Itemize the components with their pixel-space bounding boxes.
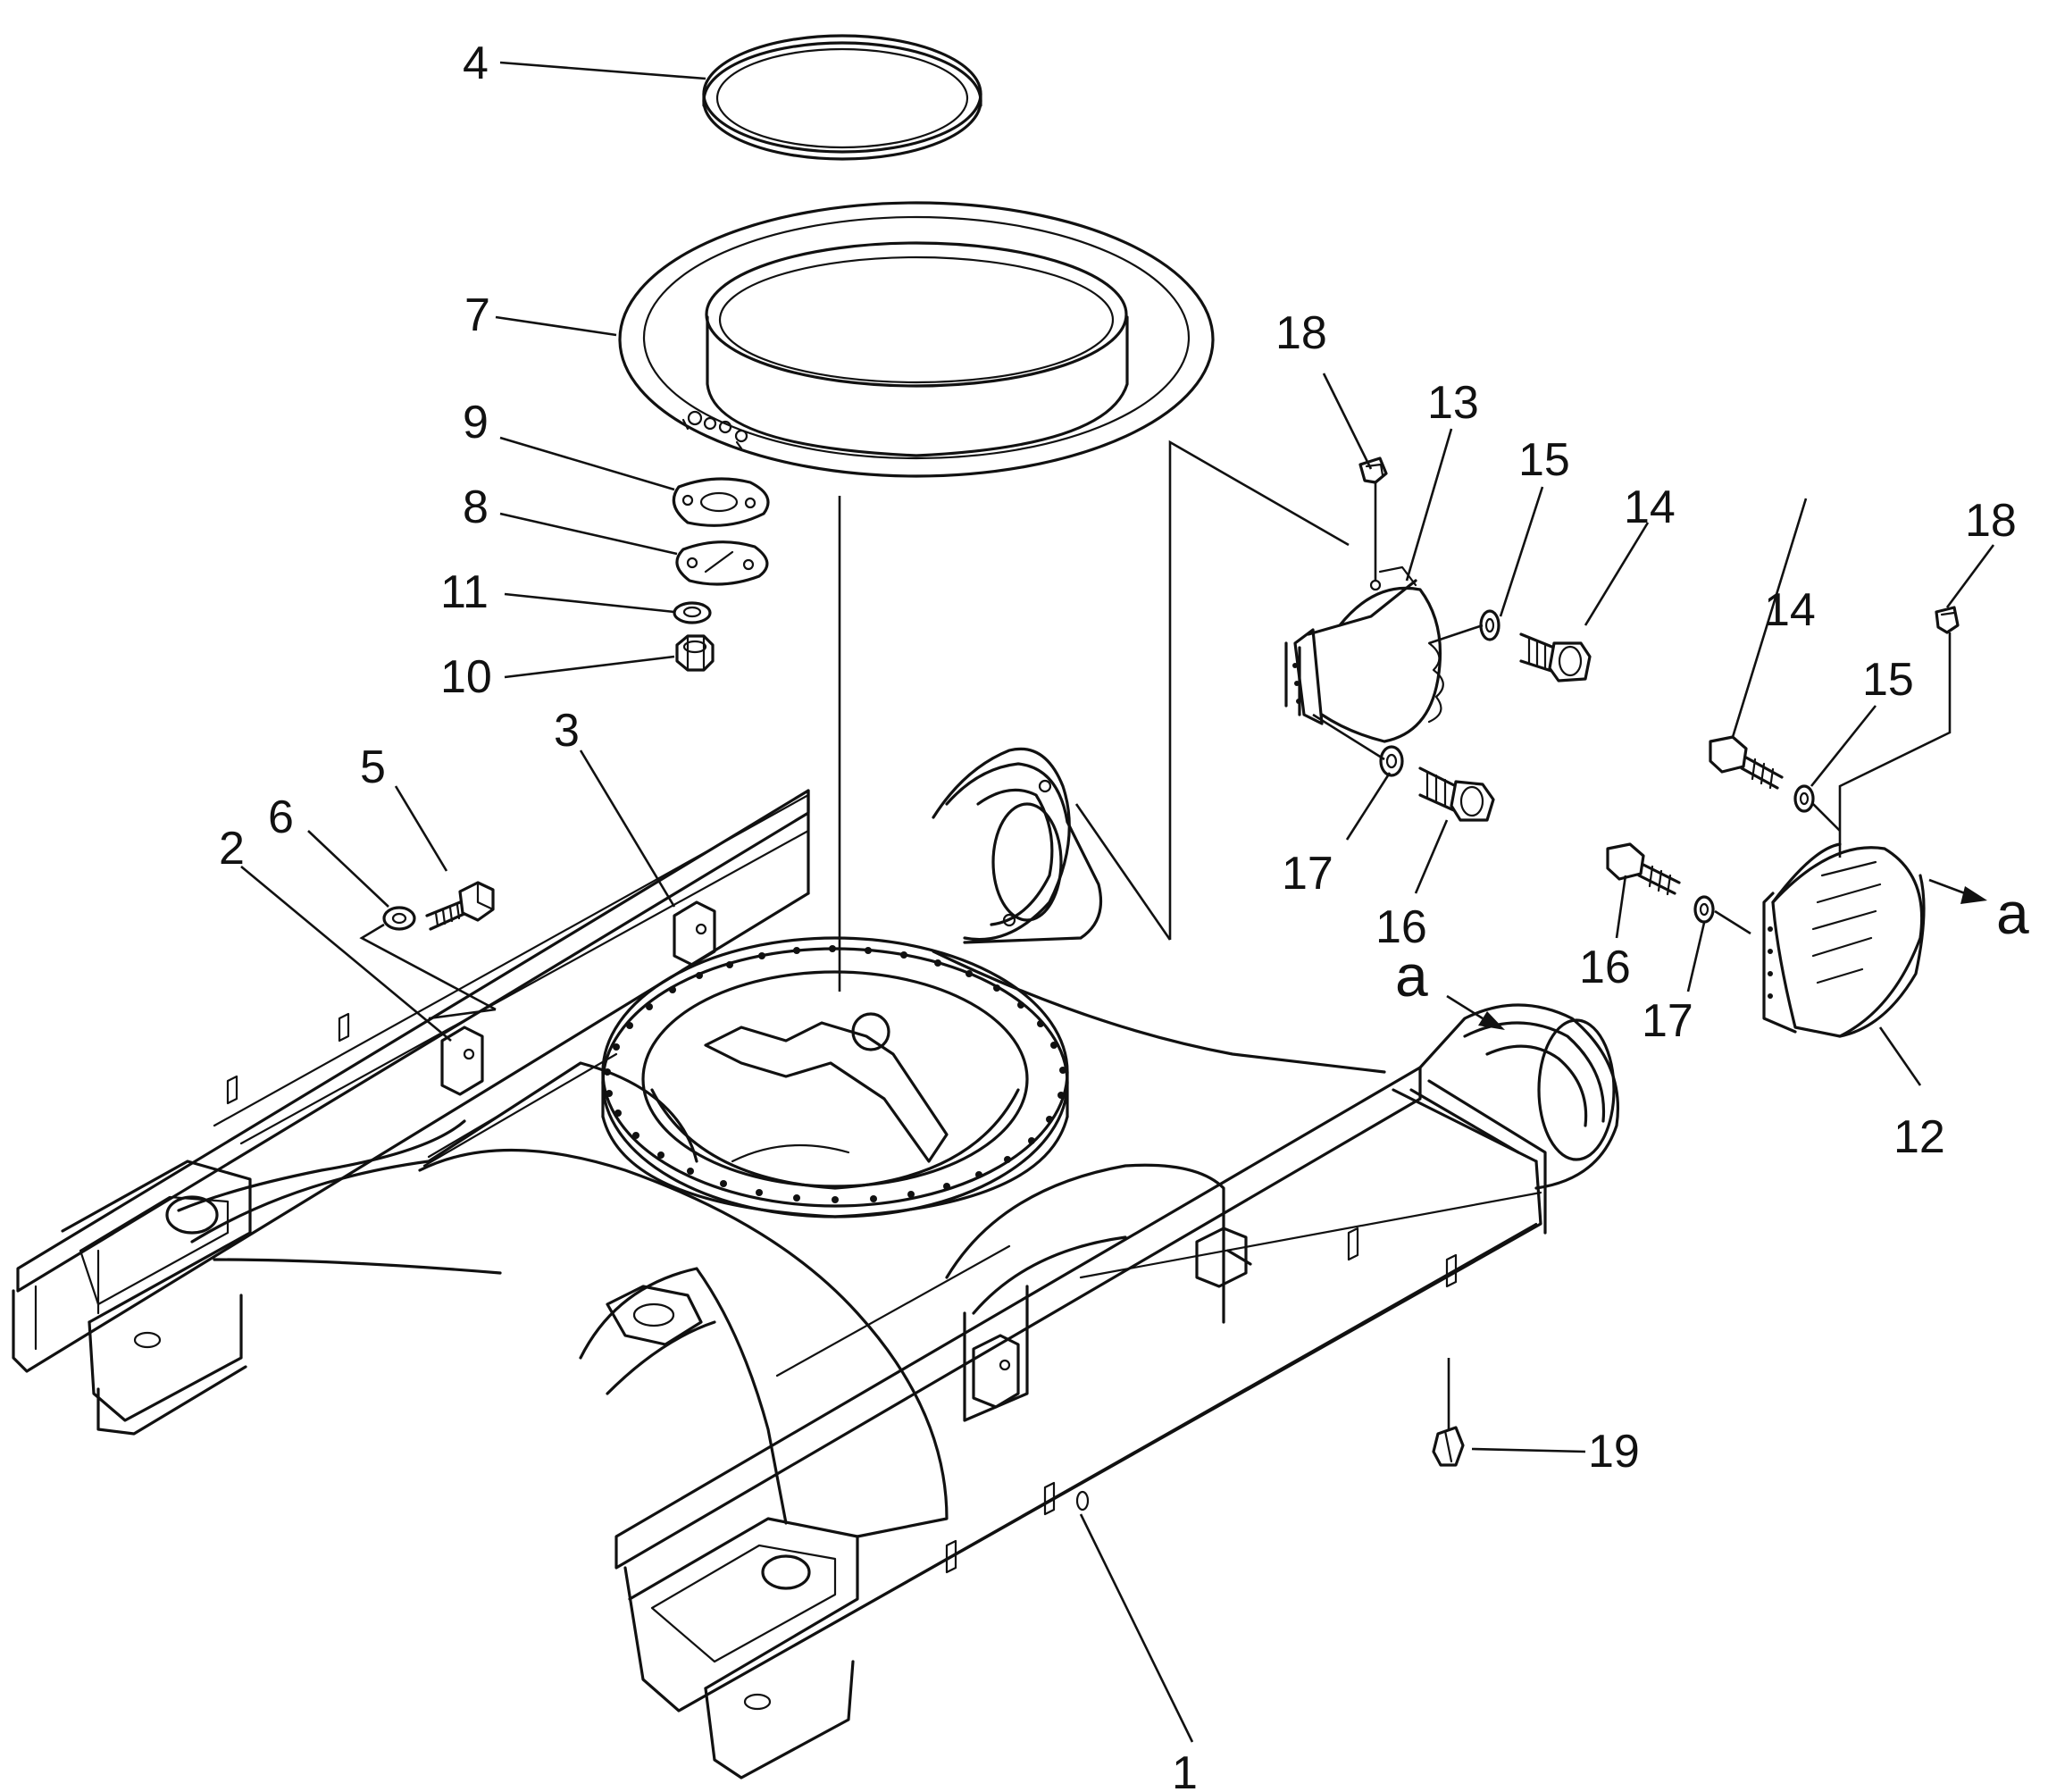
- view-labels: a a: [1395, 880, 2029, 1009]
- part-12-guard: [1762, 842, 1926, 1038]
- callout-12: 12: [1893, 1111, 1945, 1163]
- callout-17-upper: 17: [1282, 848, 1333, 900]
- part-17-washer-right: [1693, 895, 1715, 924]
- part-4-ring: [702, 34, 982, 161]
- part-6-washer: [382, 906, 416, 931]
- callout-4: 4: [463, 38, 489, 89]
- callout-16-right: 16: [1579, 942, 1631, 993]
- callout-18-right: 18: [1965, 495, 2017, 547]
- callout-19: 19: [1588, 1426, 1640, 1478]
- part-16-bolt-upper: [1418, 766, 1495, 822]
- part-13-guard: [1284, 565, 1444, 743]
- part-9-plate: [672, 477, 770, 527]
- callout-14-upper: 14: [1624, 481, 1676, 533]
- callout-2: 2: [219, 823, 245, 875]
- part-5-bolt: [425, 881, 495, 931]
- callout-1: 1: [1172, 1747, 1198, 1792]
- callout-3: 3: [554, 705, 580, 757]
- part-14-bolt-right: [1709, 735, 1784, 790]
- view-arrows: [1446, 878, 1987, 1030]
- assembly-lines: [359, 440, 1952, 1429]
- view-label-a-left: a: [1395, 942, 1428, 1009]
- part-14-bolt-upper: [1519, 632, 1592, 682]
- part-15-washer-upper: [1479, 609, 1500, 641]
- callout-15-upper: 15: [1518, 434, 1570, 486]
- part-16-bolt-right: [1606, 842, 1681, 896]
- callout-leaders: [240, 61, 1995, 1743]
- callout-13: 13: [1427, 377, 1479, 429]
- callout-7: 7: [464, 289, 490, 341]
- part-18-plug-upper: [1358, 456, 1388, 484]
- callout-11: 11: [440, 566, 489, 618]
- part-10-nut: [675, 634, 715, 672]
- part-8-plate: [675, 540, 769, 586]
- callout-18-upper: 18: [1275, 307, 1327, 359]
- part-7-cover-plate: [618, 201, 1215, 478]
- view-label-a-right: a: [1996, 880, 2029, 946]
- part-1-track-frame: [12, 747, 1619, 1779]
- callout-labels: 1 2 3 4 5 6 7 8 9 10 11 12 13 14 14 15 1…: [219, 38, 2017, 1792]
- callout-5: 5: [360, 741, 386, 793]
- callout-8: 8: [463, 481, 489, 533]
- callout-17-right: 17: [1642, 995, 1693, 1047]
- part-15-washer-right: [1793, 784, 1815, 813]
- part-19-plug: [1432, 1426, 1465, 1467]
- part-18-plug-right: [1935, 606, 1960, 634]
- callout-6: 6: [268, 791, 294, 843]
- callout-15-right: 15: [1862, 654, 1914, 706]
- callout-14-right: 14: [1764, 584, 1816, 636]
- callout-9: 9: [463, 397, 489, 448]
- part-11-washer: [673, 601, 712, 624]
- callout-10: 10: [440, 651, 492, 703]
- bearing-bolt-holes: [604, 945, 1066, 1203]
- part-17-washer-upper: [1379, 745, 1404, 777]
- callout-16-upper: 16: [1375, 901, 1427, 953]
